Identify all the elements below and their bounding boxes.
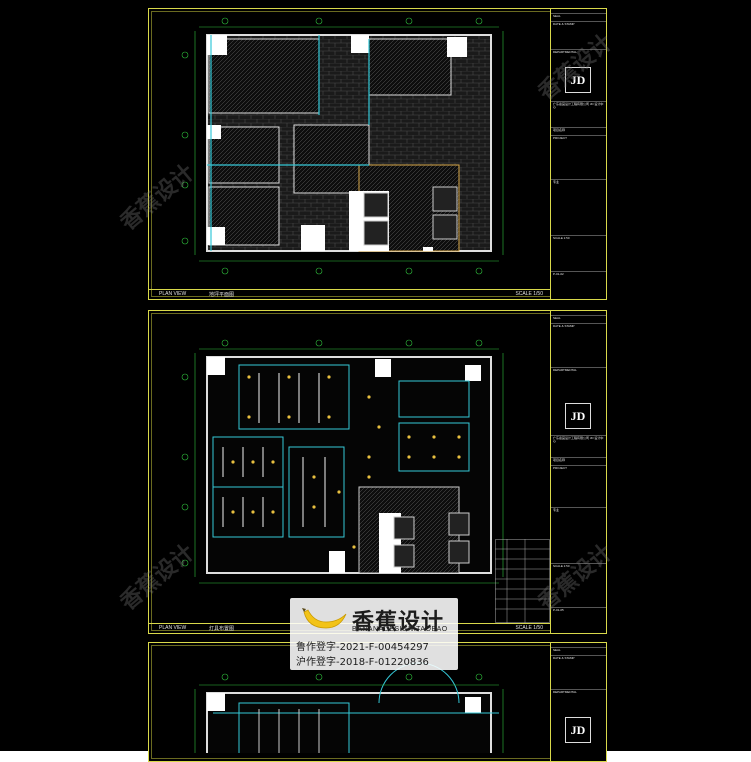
tb-discipline: 专业 [551,507,606,513]
tb-seal: SEAL [551,647,606,653]
tb-date: DATE & STAMP [551,655,606,661]
legend-table [495,539,550,623]
sheet-footer: PLAN VIEW 地坪平面图 SCALE 1/50 [149,289,551,299]
company-logo: JD [565,717,591,743]
banana-logo-icon [302,608,347,629]
tb-date: DATE & STAMP [551,323,606,329]
tb-department: DEPARTMENTAL [551,367,606,373]
drawing-sheet-2: PLAN VIEW 灯具布置图 SCALE 1/50 SEAL DATE & S… [148,310,607,634]
tb-scale: SCALE 1:50 [551,563,606,569]
lighting-plan-drawing [181,339,504,584]
tb-project-cn: 项目名称 [551,457,606,463]
tb-drawing-no: P-01-02 [551,271,606,277]
tb-seal: SEAL [551,315,606,321]
scale-label: SCALE 1/50 [515,291,543,297]
tb-department: DEPARTMENTAL [551,49,606,55]
drawing-name: 灯具布置图 [209,626,235,632]
view-label: PLAN VIEW [159,291,187,297]
company-logo: JD [565,67,591,93]
tb-company: 广东嘉茵设计工程有限公司 JD 设计中心 [551,101,606,110]
view-label: PLAN VIEW [159,625,187,631]
tb-seal: SEAL [551,13,606,19]
tb-department: DEPARTMENTAL [551,689,606,695]
company-logo: JD [565,403,591,429]
scale-label: SCALE 1/50 [515,625,543,631]
tb-project: PROJECT [551,465,606,471]
tb-project-cn: 项目名称 [551,127,606,133]
brand-title: 香蕉设计 [352,610,445,635]
brand-badge: 香蕉设计 BANANADESIGN.TAOBAO 鲁作登字-2021-F-004… [290,598,458,670]
drawing-sheet-1: PLAN VIEW 地坪平面图 SCALE 1/50 SEAL DATE & S… [148,8,607,300]
tb-scale: SCALE 1:50 [551,235,606,241]
floor-plan-drawing [181,17,504,275]
title-block: SEAL DATE & STAMP DEPARTMENTAL JD [550,643,606,761]
tb-company: 广东嘉茵设计工程有限公司 JD 设计中心 [551,435,606,444]
title-block: SEAL DATE & STAMP DEPARTMENTAL JD 广东嘉茵设计… [550,9,606,299]
tb-project: PROJECT [551,135,606,141]
tb-discipline: 专业 [551,179,606,185]
drawing-name: 地坪平面图 [209,292,235,298]
tb-date: DATE & STAMP [551,21,606,27]
tb-drawing-no: P-01-05 [551,607,606,613]
brand-subtitle: BANANADESIGN.TAOBAO [352,626,448,633]
copyright-line-1: 鲁作登字-2021-F-00454297 [296,642,429,653]
copyright-line-2: 沪作登字-2018-F-01220836 [296,657,429,668]
ceiling-plan-drawing [194,662,504,753]
title-block: SEAL DATE & STAMP DEPARTMENTAL JD 广东嘉茵设计… [550,311,606,633]
